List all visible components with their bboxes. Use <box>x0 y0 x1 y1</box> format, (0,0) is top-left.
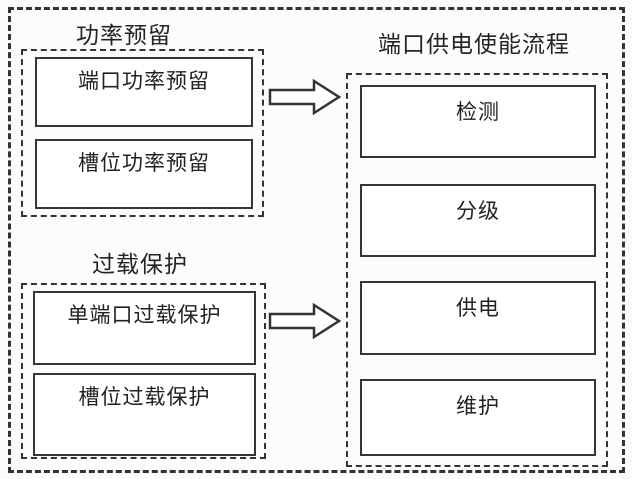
node-slot-power-reservation: 槽位功率预留 <box>35 139 253 209</box>
group-label-overload-protection: 过载保护 <box>92 252 188 277</box>
node-maintenance: 维护 <box>360 379 596 456</box>
group-frame-overload-protection <box>21 283 266 459</box>
node-port-power-reservation: 端口功率预留 <box>35 57 253 127</box>
node-power-supply: 供电 <box>360 281 596 355</box>
right-block-arrow-icon <box>268 302 342 340</box>
outer-dashed-frame <box>8 7 625 473</box>
node-single-port-overload-protection: 单端口过载保护 <box>33 291 256 365</box>
node-detection: 检测 <box>360 85 596 158</box>
group-frame-port-power-enable-flow <box>346 73 608 467</box>
node-classification: 分级 <box>360 184 596 257</box>
group-label-power-reservation: 功率预留 <box>76 23 172 48</box>
node-slot-overload-protection: 槽位过载保护 <box>33 373 256 456</box>
group-frame-power-reservation <box>21 49 264 217</box>
right-block-arrow-icon <box>268 78 342 116</box>
group-label-port-power-enable-flow: 端口供电使能流程 <box>378 32 570 57</box>
